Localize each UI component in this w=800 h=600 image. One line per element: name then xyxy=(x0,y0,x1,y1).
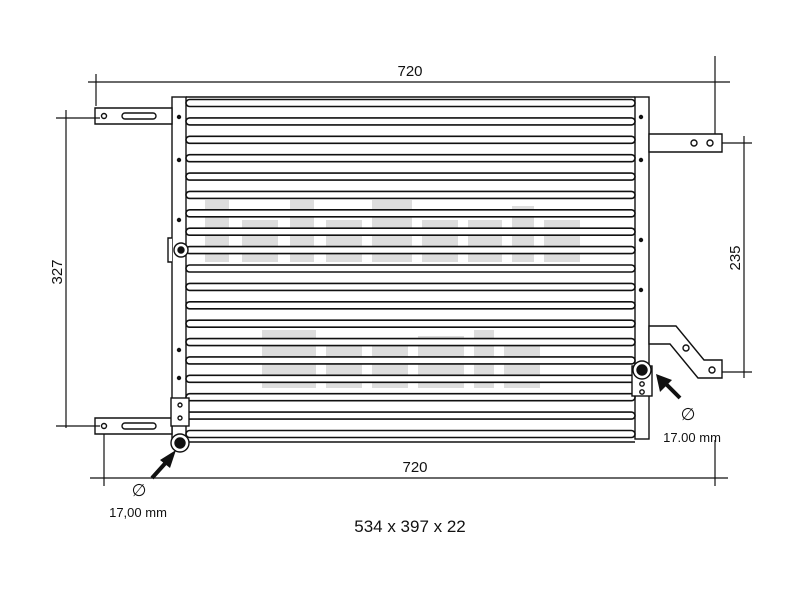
tube-row xyxy=(185,117,636,126)
tube-row xyxy=(185,356,636,365)
tube-rows xyxy=(185,98,636,439)
left-bottom-bracket xyxy=(94,417,173,435)
tube-row xyxy=(185,209,636,218)
left-connection-arrow xyxy=(150,450,176,480)
tube-row xyxy=(185,319,636,328)
core-size-label: 534 x 397 x 22 xyxy=(354,517,466,536)
tube-row xyxy=(185,411,636,420)
tube-row xyxy=(185,227,636,237)
tube-row xyxy=(185,374,636,384)
right-diameter-symbol: ∅ xyxy=(681,405,696,424)
left-height-label: 327 xyxy=(49,259,66,284)
right-height-label: 235 xyxy=(727,245,744,270)
bottom-width-label: 720 xyxy=(402,459,427,476)
tube-row xyxy=(185,392,636,402)
tube-row xyxy=(185,190,636,200)
right-height-dimension xyxy=(722,136,752,378)
right-connection-fitting xyxy=(631,360,653,397)
left-side-fitting xyxy=(167,237,189,263)
left-diameter-label: 17,00 mm xyxy=(109,505,167,520)
right-diameter-label: 17.00 mm xyxy=(663,430,721,445)
right-bottom-bracket xyxy=(648,325,723,379)
tube-row xyxy=(185,337,636,347)
tube-row xyxy=(185,264,636,273)
right-connection-arrow xyxy=(656,374,682,400)
top-width-label: 720 xyxy=(397,63,422,80)
core-frame xyxy=(171,96,650,443)
tube-row xyxy=(185,153,636,163)
tube-row xyxy=(185,98,636,108)
tube-row xyxy=(185,245,636,255)
top-width-dimension xyxy=(88,56,730,134)
tube-row xyxy=(185,282,636,292)
left-height-dimension xyxy=(56,110,100,428)
tank-bolts xyxy=(176,114,644,381)
left-connection-fitting xyxy=(170,397,190,453)
bottom-width-dimension xyxy=(90,434,728,486)
tube-row xyxy=(185,429,636,439)
left-diameter-symbol: ∅ xyxy=(132,481,147,500)
left-top-bracket xyxy=(94,107,173,125)
tube-row xyxy=(185,135,636,145)
right-top-bracket xyxy=(648,133,723,153)
tube-row xyxy=(185,300,636,310)
tube-row xyxy=(185,172,636,181)
